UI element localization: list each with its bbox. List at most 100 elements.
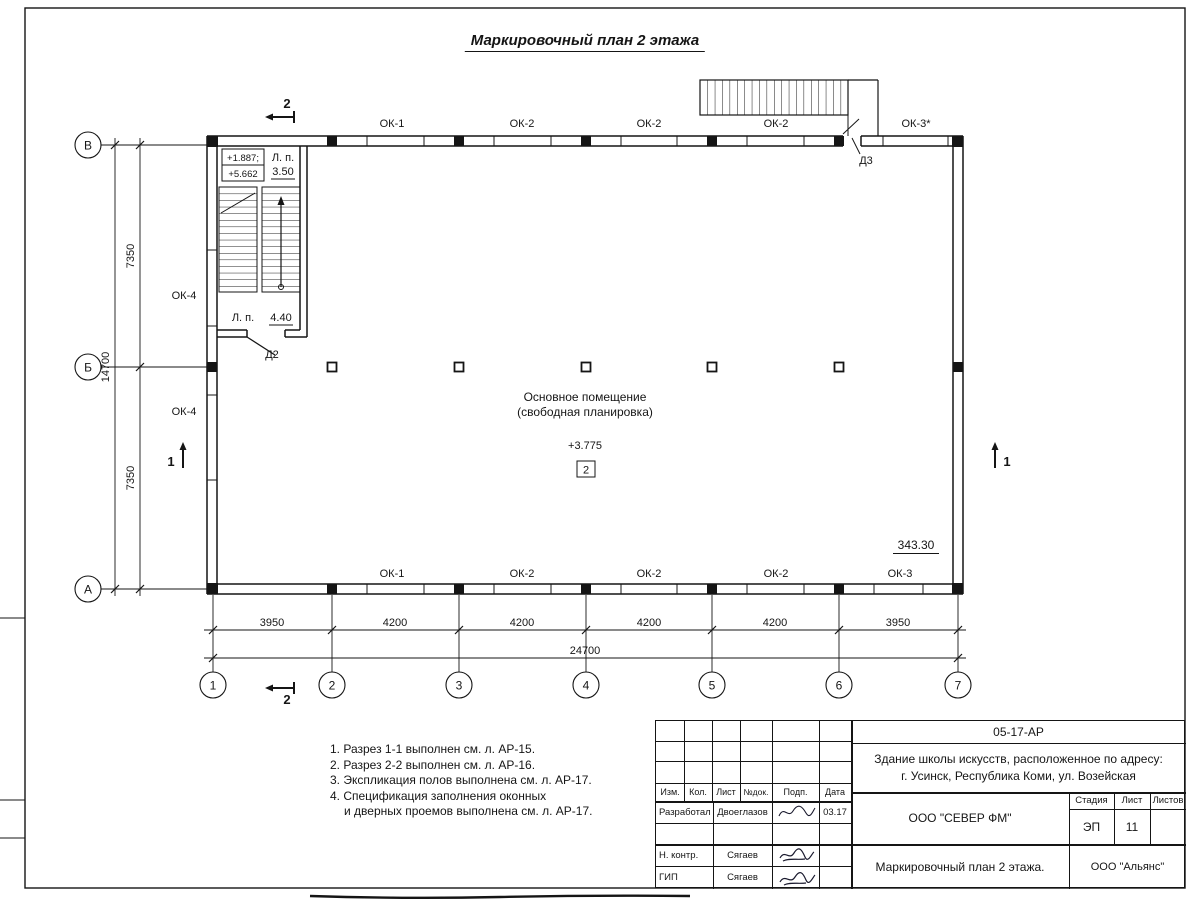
window-label-top-1: ОК-1 — [380, 118, 405, 130]
note-line-3: 3. Экспликация полов выполнена см. л. АР… — [330, 773, 592, 787]
section-1-right-label: 1 — [1003, 454, 1010, 469]
wall-piers — [207, 136, 963, 594]
tb-project-line2: г. Усинск, Республика Коми, ул. Возейска… — [901, 768, 1136, 783]
window-label-bottom-5: ОК-3 — [888, 568, 913, 580]
tb-doc-code: 05-17-АР — [993, 725, 1044, 739]
tb-date-developer: 03.17 — [823, 806, 847, 818]
internal-stair — [218, 148, 301, 356]
window-label-top-5: ОК-3* — [901, 118, 931, 130]
tb-col-list: Лист — [716, 787, 736, 797]
window-label-top-2: ОК-2 — [510, 118, 535, 130]
tb-project-line1: Здание школы искусств, расположенное по … — [874, 752, 1163, 767]
stair-landing-bottom-label: Л. п. — [232, 312, 254, 324]
window-label-bottom-2: ОК-2 — [510, 568, 535, 580]
tb-role-developer: Разработал — [659, 806, 711, 818]
section-marks — [179, 111, 999, 694]
signature-icon — [777, 805, 815, 817]
columns-row-b — [326, 361, 845, 373]
dim-left-1: 7350 — [125, 244, 137, 268]
stair-elevation-2: +5.662 — [228, 169, 257, 180]
tb-project-name: Здание школы искусств, расположенное по … — [851, 743, 1186, 792]
tb-role-ncontrol: Н. контр. — [659, 849, 699, 861]
tb-col-ndok: №док. — [743, 787, 769, 797]
tb-col-kol: Кол. — [689, 787, 707, 797]
tb-company2: ООО "Альянс" — [1090, 860, 1165, 873]
tb-stage-value: ЭП — [1082, 819, 1101, 834]
section-2-top-label: 2 — [283, 96, 290, 111]
window-label-left-1: ОК-4 — [172, 290, 197, 302]
dim-bottom-1: 3950 — [260, 617, 284, 629]
note-line-1: 1. Разрез 1-1 выполнен см. л. АР-15. — [330, 742, 536, 756]
tb-sheet-value: 11 — [1125, 819, 1139, 834]
dim-bottom-4: 4200 — [637, 617, 661, 629]
stair-elevation-1: +1.887; — [227, 153, 259, 164]
dimension-lines — [101, 138, 966, 672]
dim-bottom-3: 4200 — [510, 617, 534, 629]
room-elevation: +3.775 — [568, 440, 602, 452]
tb-col-izm: Изм. — [660, 787, 680, 797]
tb-name-developer: Двоеглазов — [717, 806, 768, 818]
tb-company: ООО "СЕВЕР ФМ" — [908, 811, 1012, 825]
note-line-5: и дверных проемов выполнена см. л. АР-17… — [344, 804, 593, 818]
axis-markers — [74, 131, 972, 699]
room-number-box — [576, 460, 596, 478]
tb-col-podp: Подп. — [783, 787, 808, 797]
axis-col-5: 5 — [709, 679, 716, 693]
section-1-left-arrow-icon — [179, 442, 187, 450]
section-2-bottom-label: 2 — [283, 692, 290, 707]
dim-left-total: 14700 — [100, 352, 112, 383]
section-1-right-arrow-icon — [991, 442, 999, 450]
page-title: Маркировочный план 2 этажа — [464, 32, 706, 52]
stair-landing-bottom-value: 4.40 — [270, 312, 291, 324]
door-d2-leaf — [246, 336, 276, 356]
external-stair — [699, 79, 879, 155]
stair-arrow-icon — [277, 196, 285, 205]
dim-bottom-total: 24700 — [570, 645, 601, 657]
axis-row-b: Б — [84, 361, 92, 375]
axis-row-a: А — [84, 583, 92, 597]
room-name-line2: (свободная планировка) — [517, 405, 653, 419]
window-label-bottom-1: ОК-1 — [380, 568, 405, 580]
tb-signature-gip — [772, 866, 819, 889]
tb-name-gip: Сягаев — [727, 872, 758, 883]
dim-bottom-2: 4200 — [383, 617, 407, 629]
sheet-frame — [0, 7, 1186, 899]
axis-row-v: В — [84, 139, 92, 153]
room-area: 343.30 — [898, 538, 935, 552]
tb-signature-ncontrol — [772, 844, 819, 866]
dim-left-2: 7350 — [125, 466, 137, 490]
section-2-bottom-arrow-icon — [265, 684, 273, 692]
window-label-top-3: ОК-2 — [637, 118, 662, 130]
window-label-top-4: ОК-2 — [764, 118, 789, 130]
axis-col-3: 3 — [456, 679, 463, 693]
signature-icon — [778, 848, 814, 862]
tb-sheets-label: Листов — [1152, 795, 1184, 806]
tb-drawing-title: Маркировочный план 2 этажа. — [875, 859, 1045, 874]
notes: 1. Разрез 1-1 выполнен см. л. АР-15. 2. … — [330, 742, 592, 820]
tb-signature-developer — [772, 801, 819, 823]
stair-landing-top-label: Л. п. — [272, 152, 294, 164]
tb-sheet-label: Лист — [1121, 795, 1143, 806]
room-name-line1: Основное помещение — [524, 390, 647, 404]
note-line-4: 4. Спецификация заполнения оконных — [330, 788, 547, 803]
tb-role-gip: ГИП — [659, 872, 678, 883]
section-1-left-label: 1 — [167, 454, 174, 469]
door-d3-leaf — [842, 118, 860, 135]
room-number: 2 — [583, 465, 589, 477]
tb-col-data: Дата — [825, 787, 845, 797]
tb-stage-label: Стадия — [1075, 795, 1108, 806]
signature-icon — [778, 871, 815, 886]
section-2-top-arrow-icon — [265, 113, 273, 121]
door-label-d3: Д3 — [859, 155, 873, 167]
title-block: Изм. Кол. Лист №док. Подп. Дата Разработ… — [655, 720, 1186, 889]
dim-bottom-5: 4200 — [763, 617, 787, 629]
axis-col-1: 1 — [210, 679, 217, 693]
stair-landing-top-value: 3.50 — [272, 166, 293, 178]
note-line-2: 2. Разрез 2-2 выполнен см. л. АР-16. — [330, 757, 536, 772]
window-label-bottom-3: ОК-2 — [637, 568, 662, 580]
axis-col-4: 4 — [583, 679, 590, 693]
dim-bottom-6: 3950 — [886, 617, 910, 629]
door-label-d2: Д2 — [265, 349, 279, 361]
